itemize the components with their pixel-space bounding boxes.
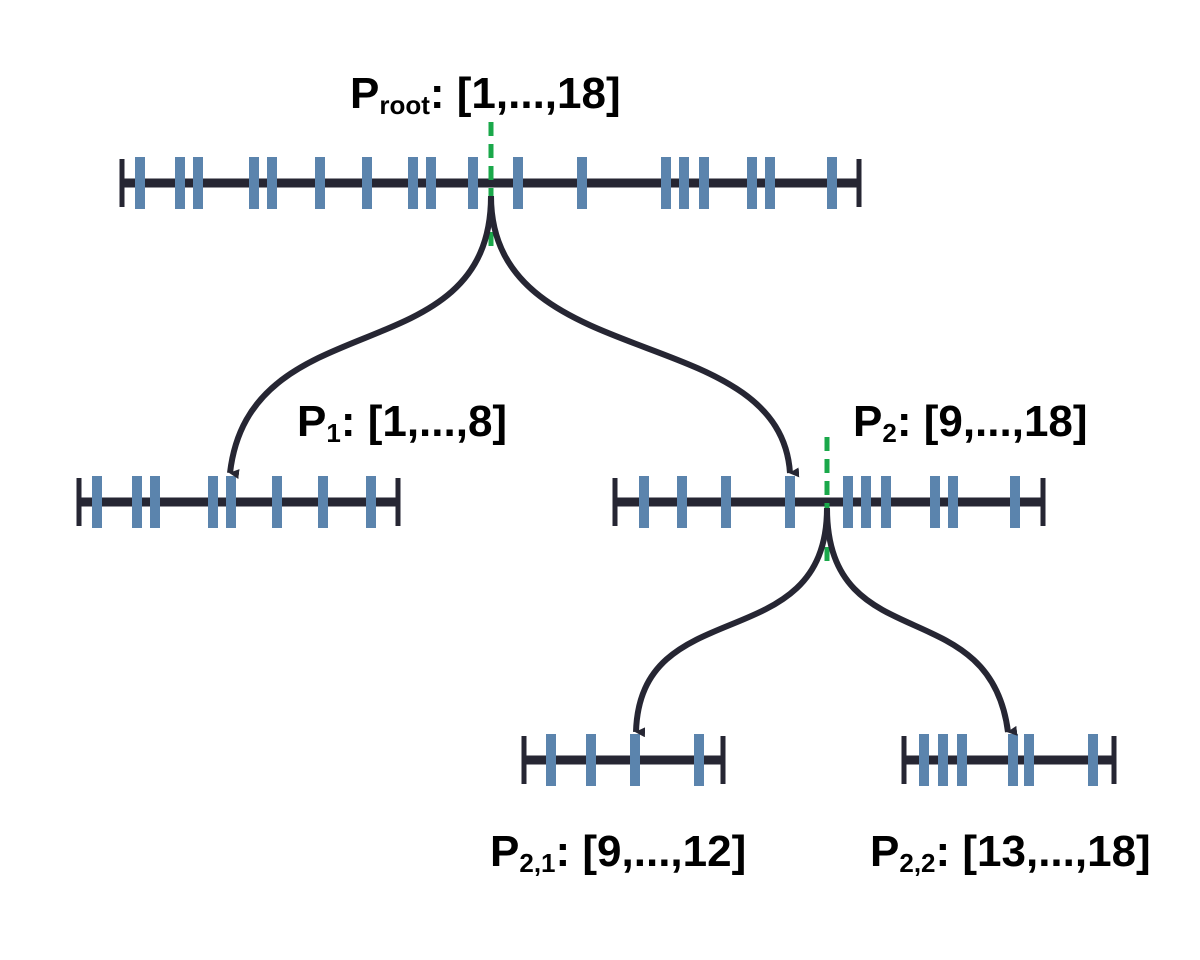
- point-tick: [546, 734, 556, 786]
- point-tick: [135, 157, 145, 209]
- point-tick: [639, 476, 649, 528]
- point-tick: [267, 157, 277, 209]
- arrow-p2-to-p21: [633, 507, 830, 738]
- point-tick: [586, 734, 596, 786]
- number-line-p22: [901, 734, 1117, 786]
- point-tick: [468, 157, 478, 209]
- point-tick: [630, 734, 640, 786]
- arrow-root-to-p1: [227, 195, 494, 480]
- label-p22-subscript: 2,2: [899, 848, 935, 878]
- number-line-root: [119, 157, 862, 209]
- point-tick: [919, 734, 929, 786]
- point-tick: [699, 157, 709, 209]
- point-tick: [881, 476, 891, 528]
- point-tick: [315, 157, 325, 209]
- point-tick: [362, 157, 372, 209]
- point-tick: [318, 476, 328, 528]
- point-tick: [661, 157, 671, 209]
- point-tick: [1008, 734, 1018, 786]
- point-tick: [694, 734, 704, 786]
- point-tick: [208, 476, 218, 528]
- point-tick: [249, 157, 259, 209]
- label-p22: P2,2: [13,...,18]: [870, 827, 1151, 878]
- label-p22-name: P: [870, 827, 899, 876]
- label-root: Proot: [1,...,18]: [350, 69, 621, 120]
- point-tick: [1024, 734, 1034, 786]
- point-tick: [938, 734, 948, 786]
- point-tick: [827, 157, 837, 209]
- label-root-subscript: root: [379, 90, 430, 120]
- point-tick: [948, 476, 958, 528]
- number-line-p21: [521, 734, 726, 786]
- label-root-name: P: [350, 69, 379, 118]
- point-tick: [513, 157, 523, 209]
- label-p21-name: P: [490, 827, 519, 876]
- point-tick: [679, 157, 689, 209]
- arrow-p2-to-p22: [824, 507, 1018, 736]
- number-line-p2: [612, 476, 1046, 528]
- point-tick: [226, 476, 236, 528]
- point-tick: [92, 476, 102, 528]
- arrow-root-to-p2: [488, 195, 800, 478]
- label-p2-range: : [9,...,18]: [897, 397, 1088, 446]
- point-tick: [408, 157, 418, 209]
- point-tick: [957, 734, 967, 786]
- point-tick: [366, 476, 376, 528]
- point-tick: [861, 476, 871, 528]
- label-p1-range: : [1,...,8]: [341, 397, 507, 446]
- point-tick: [193, 157, 203, 209]
- label-p1-subscript: 1: [326, 418, 340, 448]
- point-tick: [721, 476, 731, 528]
- label-p21-range: : [9,...,12]: [556, 827, 747, 876]
- label-p21-subscript: 2,1: [519, 848, 555, 878]
- label-root-range: : [1,...,18]: [430, 69, 621, 118]
- point-tick: [426, 157, 436, 209]
- point-tick: [747, 157, 757, 209]
- point-tick: [1088, 734, 1098, 786]
- point-tick: [677, 476, 687, 528]
- point-tick: [843, 476, 853, 528]
- point-tick: [930, 476, 940, 528]
- label-p21: P2,1: [9,...,12]: [490, 827, 746, 878]
- point-tick: [272, 476, 282, 528]
- label-p2: P2: [9,...,18]: [853, 397, 1088, 448]
- label-p2-name: P: [853, 397, 882, 446]
- point-tick: [1010, 476, 1020, 528]
- number-line-p1: [76, 476, 401, 528]
- label-p1-name: P: [297, 397, 326, 446]
- label-p2-subscript: 2: [882, 418, 896, 448]
- point-tick: [577, 157, 587, 209]
- point-tick: [785, 476, 795, 528]
- point-tick: [765, 157, 775, 209]
- label-p22-range: : [13,...,18]: [936, 827, 1151, 876]
- point-tick: [175, 157, 185, 209]
- point-tick: [150, 476, 160, 528]
- label-p1: P1: [1,...,8]: [297, 397, 507, 448]
- point-tick: [132, 476, 142, 528]
